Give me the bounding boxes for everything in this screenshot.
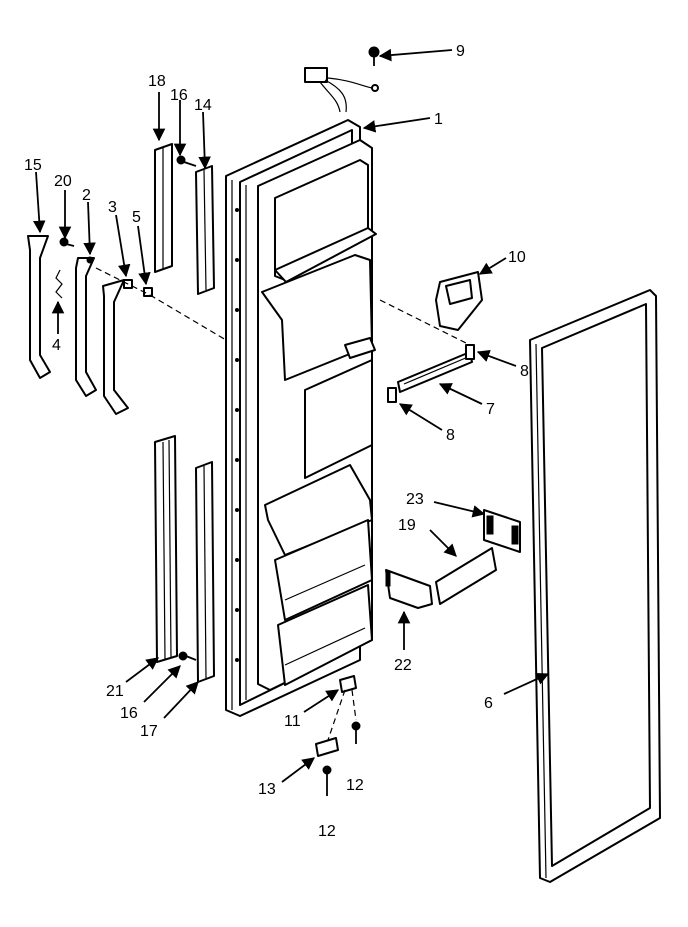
callout-20: 20 [54,173,72,190]
ice-chute-10 [435,271,483,331]
callout-17: 17 [140,723,158,740]
screw-12-bottom [322,765,332,796]
handle-15 [27,235,51,379]
wire-harness [304,67,379,113]
handle-trim-left [102,279,129,415]
callout-labels: 9 1 18 16 14 15 20 2 3 5 4 10 8 7 8 23 1… [24,43,529,840]
screw-20 [59,237,75,247]
hinge-13 [315,737,339,757]
callout-12-right: 12 [346,777,364,794]
callout-23: 23 [406,491,424,508]
callout-21: 21 [106,683,124,700]
callout-11: 11 [284,713,301,730]
dashed-guide-hinge [327,689,346,741]
callout-9: 9 [456,43,465,60]
callout-8-top: 8 [520,363,529,380]
callout-8-bottom: 8 [446,427,455,444]
trim-strip-7 [397,351,473,393]
callout-3: 3 [108,199,117,216]
handle-channel-17 [195,461,215,683]
callout-1: 1 [434,111,443,128]
handle-bracket-2 [75,256,97,397]
callout-6: 6 [484,695,493,712]
screw-16-bottom [178,651,197,661]
handle-trim-21 [154,435,178,663]
spring-4 [55,269,63,299]
callout-4: 4 [52,337,61,354]
dashed-guide-hinge-screw [351,689,357,721]
callout-13: 13 [258,781,276,798]
screw-9 [368,46,380,66]
bin-front-19 [435,547,497,605]
leader-lines [32,48,550,783]
screw-16-top [176,155,197,167]
callout-10: 10 [508,249,526,266]
end-cap-8-top [465,344,475,360]
dashed-guide-upper [95,267,151,296]
door-gasket-6 [529,289,661,883]
callout-14: 14 [194,97,212,114]
handle-trim-18 [154,143,173,273]
door-rivets [235,208,239,662]
door-panel [225,119,377,717]
callout-16-bottom: 16 [120,705,138,722]
callout-2: 2 [82,187,91,204]
callout-12-bottom: 12 [318,823,336,840]
dashed-guide-handle [149,294,227,341]
callout-18: 18 [148,73,166,90]
hinge-11 [339,675,357,693]
screw-12-right [351,721,361,744]
handle-channel-14 [195,165,215,295]
callout-15: 15 [24,157,42,174]
callout-22: 22 [394,657,412,674]
dashed-guide-chute [379,299,471,346]
callout-7: 7 [486,401,495,418]
bin-bracket-22 [385,569,433,609]
callout-19: 19 [398,517,416,534]
callout-5: 5 [132,209,141,226]
callout-16: 16 [170,87,188,104]
end-cap-8-bottom [387,387,397,403]
shelf-bracket-23 [483,509,521,553]
